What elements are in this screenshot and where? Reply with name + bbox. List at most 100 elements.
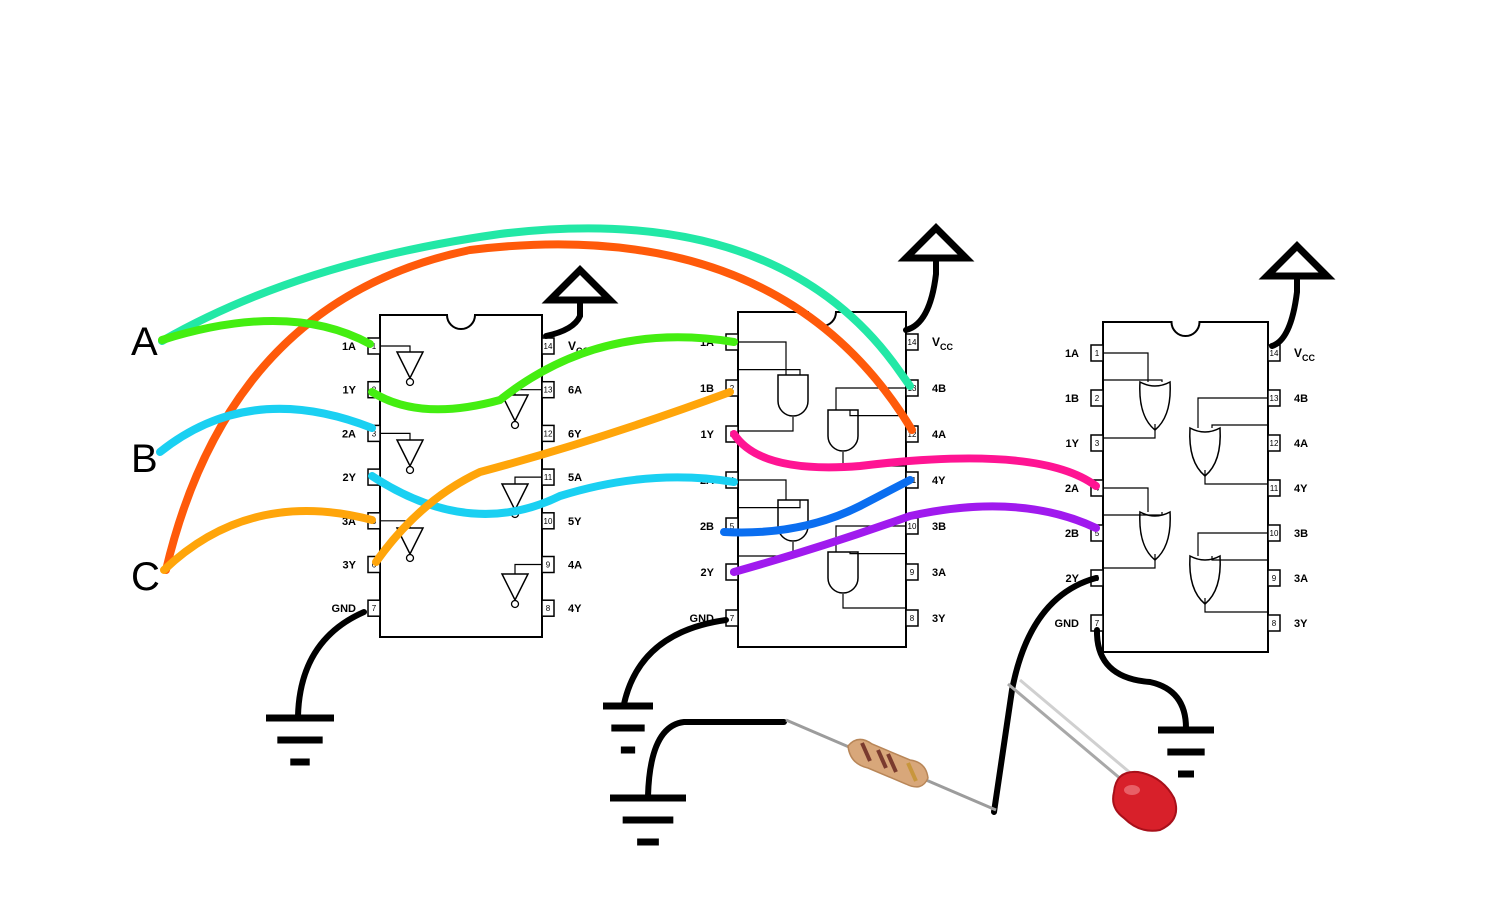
- pin-label: 1A: [1065, 348, 1079, 360]
- vcc-wire: [1269, 271, 1300, 349]
- ground-icon-2: [603, 702, 653, 754]
- gate-trace: [849, 410, 906, 417]
- pin-label: 2Y: [1066, 573, 1080, 585]
- pin-label: 3A: [1294, 573, 1308, 585]
- pin-label: 1A: [342, 341, 356, 353]
- wire-and-4y-to-and-2b: [720, 476, 914, 537]
- pin-number: 13: [544, 386, 553, 395]
- gate-trace: [849, 552, 906, 555]
- input-label-b: B: [131, 437, 158, 481]
- pin-number: 3: [1095, 439, 1100, 448]
- wire-b-to-inv-2a: [156, 404, 376, 456]
- gate-trace: [1197, 397, 1268, 428]
- or-gate-body: [1139, 510, 1171, 561]
- chip-internal-gates: [1103, 352, 1268, 613]
- pin-number: 14: [1270, 349, 1279, 358]
- vcc-wire: [543, 295, 583, 339]
- wire-c-to-inv-3a: [160, 507, 376, 574]
- pin-number: 10: [544, 517, 553, 526]
- pin-number: 8: [1272, 619, 1277, 628]
- vcc-label: VCC: [932, 335, 954, 352]
- pin-number: 14: [908, 338, 917, 347]
- pin-label: 2B: [1065, 528, 1079, 540]
- or-gate-body: [1189, 554, 1221, 605]
- or-gate-1: [1139, 380, 1171, 431]
- pin-number: 13: [1270, 394, 1279, 403]
- pin-number: 10: [1270, 529, 1279, 538]
- pin-number: 7: [372, 604, 377, 613]
- pin-box-left: [367, 599, 381, 617]
- vcc-label: VCC: [1294, 346, 1316, 363]
- and-gate-2: [827, 409, 859, 452]
- vcc-arrow-icon-chip-1: [541, 265, 619, 339]
- gate-trace: [1103, 424, 1156, 439]
- ground-icon-3: [1158, 726, 1214, 778]
- pin-label: 3B: [932, 521, 946, 533]
- or-gate-body: [1139, 380, 1171, 431]
- or-gate-body: [1189, 426, 1221, 477]
- input-label-c: C: [131, 555, 160, 599]
- wire-a-to-inv-1a: [158, 316, 374, 348]
- power-layer: [266, 223, 1336, 846]
- gate-trace: [380, 345, 411, 352]
- pin-label: 1Y: [1066, 438, 1080, 450]
- pin-number: 2: [1095, 394, 1100, 403]
- and-gate-body: [777, 499, 809, 542]
- pin-number: 1: [1095, 349, 1100, 358]
- gate-trace: [842, 594, 906, 609]
- gate-trace: [514, 476, 542, 484]
- inverter-bubble: [405, 465, 415, 475]
- pin-label: 4B: [932, 383, 946, 395]
- chip-body: [1102, 321, 1269, 653]
- pin-label: 4Y: [932, 475, 946, 487]
- or-gate-2: [1189, 426, 1221, 477]
- pin-label: GND: [332, 603, 357, 615]
- pin-label: 4A: [568, 560, 582, 572]
- led-lead: [1019, 678, 1135, 778]
- ground-wire-chip-3: [1093, 627, 1189, 731]
- pin-box-right: [905, 609, 919, 627]
- gate-trace: [738, 479, 787, 500]
- and-gate-body: [827, 551, 859, 594]
- pin-number: 9: [910, 568, 915, 577]
- gate-trace: [738, 341, 787, 375]
- and-gate-1: [777, 374, 809, 417]
- and-gate-body: [777, 374, 809, 417]
- led-lead: [1007, 682, 1123, 782]
- pin-number: 2: [730, 384, 735, 393]
- vcc-arrow-icon: [897, 223, 975, 262]
- pin-number: 10: [908, 522, 917, 531]
- and-gate-body: [827, 409, 859, 452]
- gate-trace: [1103, 352, 1149, 382]
- ground-wire-resistor: [645, 719, 787, 799]
- pin-label: 2B: [700, 521, 714, 533]
- and-gate-4: [827, 551, 859, 594]
- pin-label: 6A: [568, 385, 582, 397]
- led-highlight: [1124, 785, 1140, 795]
- wire-inv-1y-to-and-1a: [368, 333, 738, 414]
- pin-number: 5: [1095, 529, 1100, 538]
- resistor-band: [860, 742, 872, 762]
- pin-number: 9: [1272, 574, 1277, 583]
- gate-trace: [1211, 556, 1268, 561]
- pin-label: 5Y: [568, 516, 582, 528]
- and-gate-3: [777, 499, 809, 542]
- inverter-bubble: [510, 420, 520, 430]
- pin-box-right: [905, 333, 919, 351]
- pin-box-right: [541, 424, 555, 443]
- pin-label: 5A: [568, 472, 582, 484]
- gate-trace: [1103, 554, 1156, 569]
- gate-trace: [738, 417, 794, 432]
- gate-trace: [1103, 487, 1149, 512]
- pin-box-right: [905, 563, 919, 581]
- or-gate-3: [1139, 510, 1171, 561]
- led-body: [1112, 770, 1178, 832]
- pin-number: 12: [908, 430, 917, 439]
- resistor-body: [847, 738, 929, 788]
- pin-label: 4Y: [1294, 483, 1308, 495]
- pin-label: 3B: [1294, 528, 1308, 540]
- pin-number: 5: [730, 522, 735, 531]
- gate-trace: [738, 500, 801, 509]
